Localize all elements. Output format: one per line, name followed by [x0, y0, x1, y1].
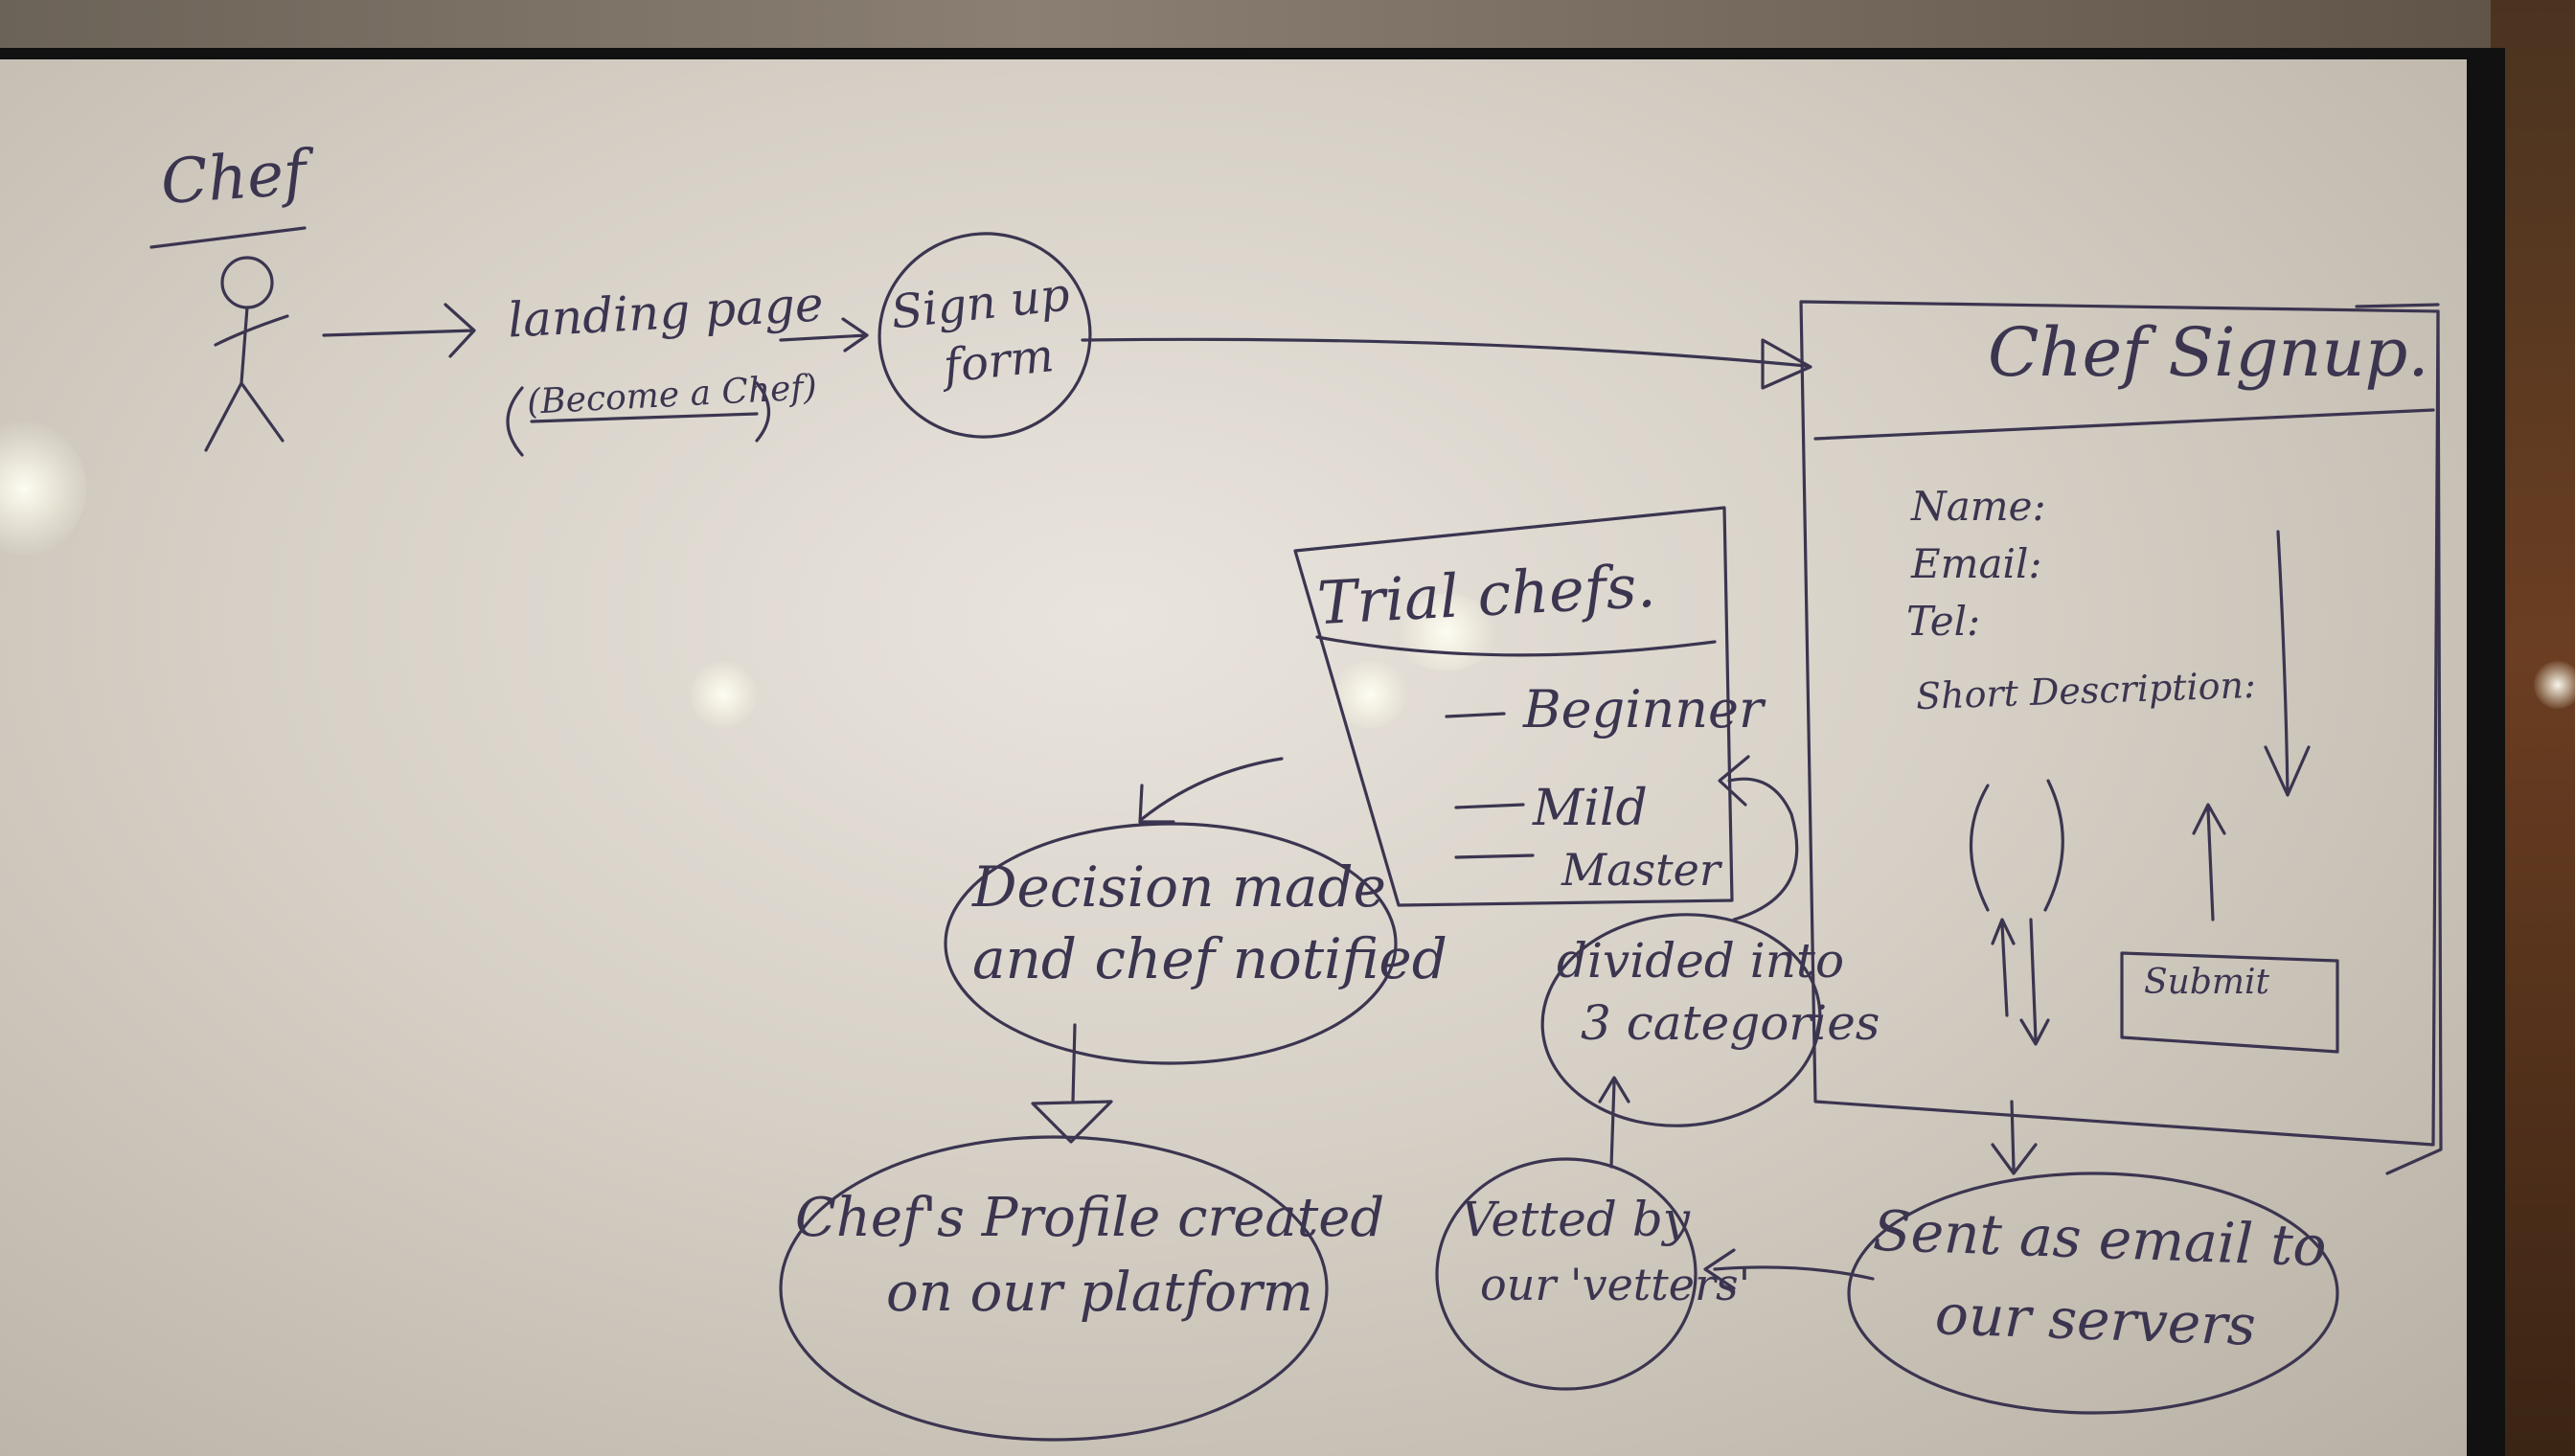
landing-paren-right [755, 381, 770, 443]
signup-bubble-outline [877, 232, 1092, 439]
light-reflection [690, 661, 757, 728]
sent-bubble-line2: our servers [1933, 1282, 2257, 1358]
arrow-to-landing [322, 303, 476, 358]
vetted-bubble-outline [1435, 1157, 1698, 1391]
light-reflection [1394, 594, 1499, 671]
decision-bubble-line2: and chef notified [972, 926, 1447, 991]
form-mock-outline [1799, 300, 2443, 1175]
divided-bubble-line2: 3 categories [1581, 995, 1880, 1051]
arrow-vetted-to-divided [1598, 1076, 1630, 1169]
scroll-paren-left [1969, 784, 1990, 912]
stick-figure-icon [204, 256, 289, 452]
levels-dash-1 [1445, 712, 1506, 718]
vetted-bubble-line2: our 'vetters' [1480, 1259, 1751, 1310]
levels-dash-2 [1454, 803, 1525, 809]
arrow-levels-to-decision [1138, 757, 1284, 824]
actor-label: Chef [158, 137, 309, 219]
profile-bubble-line1: Chef's Profile created [795, 1187, 1385, 1249]
up-down-arrows-icon [1991, 918, 2050, 1046]
form-field-email: Email: [1911, 540, 2042, 587]
sent-bubble-outline [1847, 1172, 2339, 1415]
light-reflection [2534, 661, 2575, 709]
divided-bubble-outline [1540, 913, 1822, 1127]
divided-bubble-line1: divided into [1557, 933, 1845, 989]
decision-bubble-line1: Decision made [972, 854, 1386, 920]
levels-box-underline [1315, 635, 1717, 657]
submit-button-outline [2120, 951, 2339, 1054]
arrow-to-form [1081, 337, 1812, 390]
profile-bubble-outline [779, 1135, 1329, 1442]
down-arrow-icon [2264, 530, 2311, 797]
form-submit-label: Submit [2144, 963, 2270, 1002]
profile-bubble-line2: on our platform [886, 1262, 1313, 1324]
arrow-to-signup [779, 317, 869, 353]
landing-link-underline [530, 412, 759, 423]
vetted-bubble-line1: Vetted by [1461, 1192, 1691, 1247]
actor-underline [149, 226, 307, 249]
levels-dash-3 [1454, 853, 1535, 859]
form-field-name: Name: [1911, 483, 2046, 530]
level-beginner: Beginner [1523, 679, 1764, 739]
scroll-paren-right [2043, 779, 2064, 912]
arrow-sent-to-vetted [1703, 1248, 1875, 1290]
form-field-tel: Tel: [1906, 598, 1981, 645]
form-mock-title: Chef Signup. [1988, 313, 2429, 392]
decision-bubble-outline [944, 822, 1398, 1065]
level-mild: Mild [1533, 780, 1648, 837]
arrow-divided-to-levels [1718, 755, 1799, 921]
up-arrow-icon [2192, 803, 2226, 921]
arrow-form-to-sent [1991, 1100, 2038, 1175]
level-master: Master [1561, 844, 1720, 896]
landing-paren-left [506, 386, 524, 457]
whiteboard [0, 59, 2467, 1456]
levels-box-outline [1293, 506, 1734, 907]
arrow-decision-to-profile [1031, 1023, 1113, 1144]
